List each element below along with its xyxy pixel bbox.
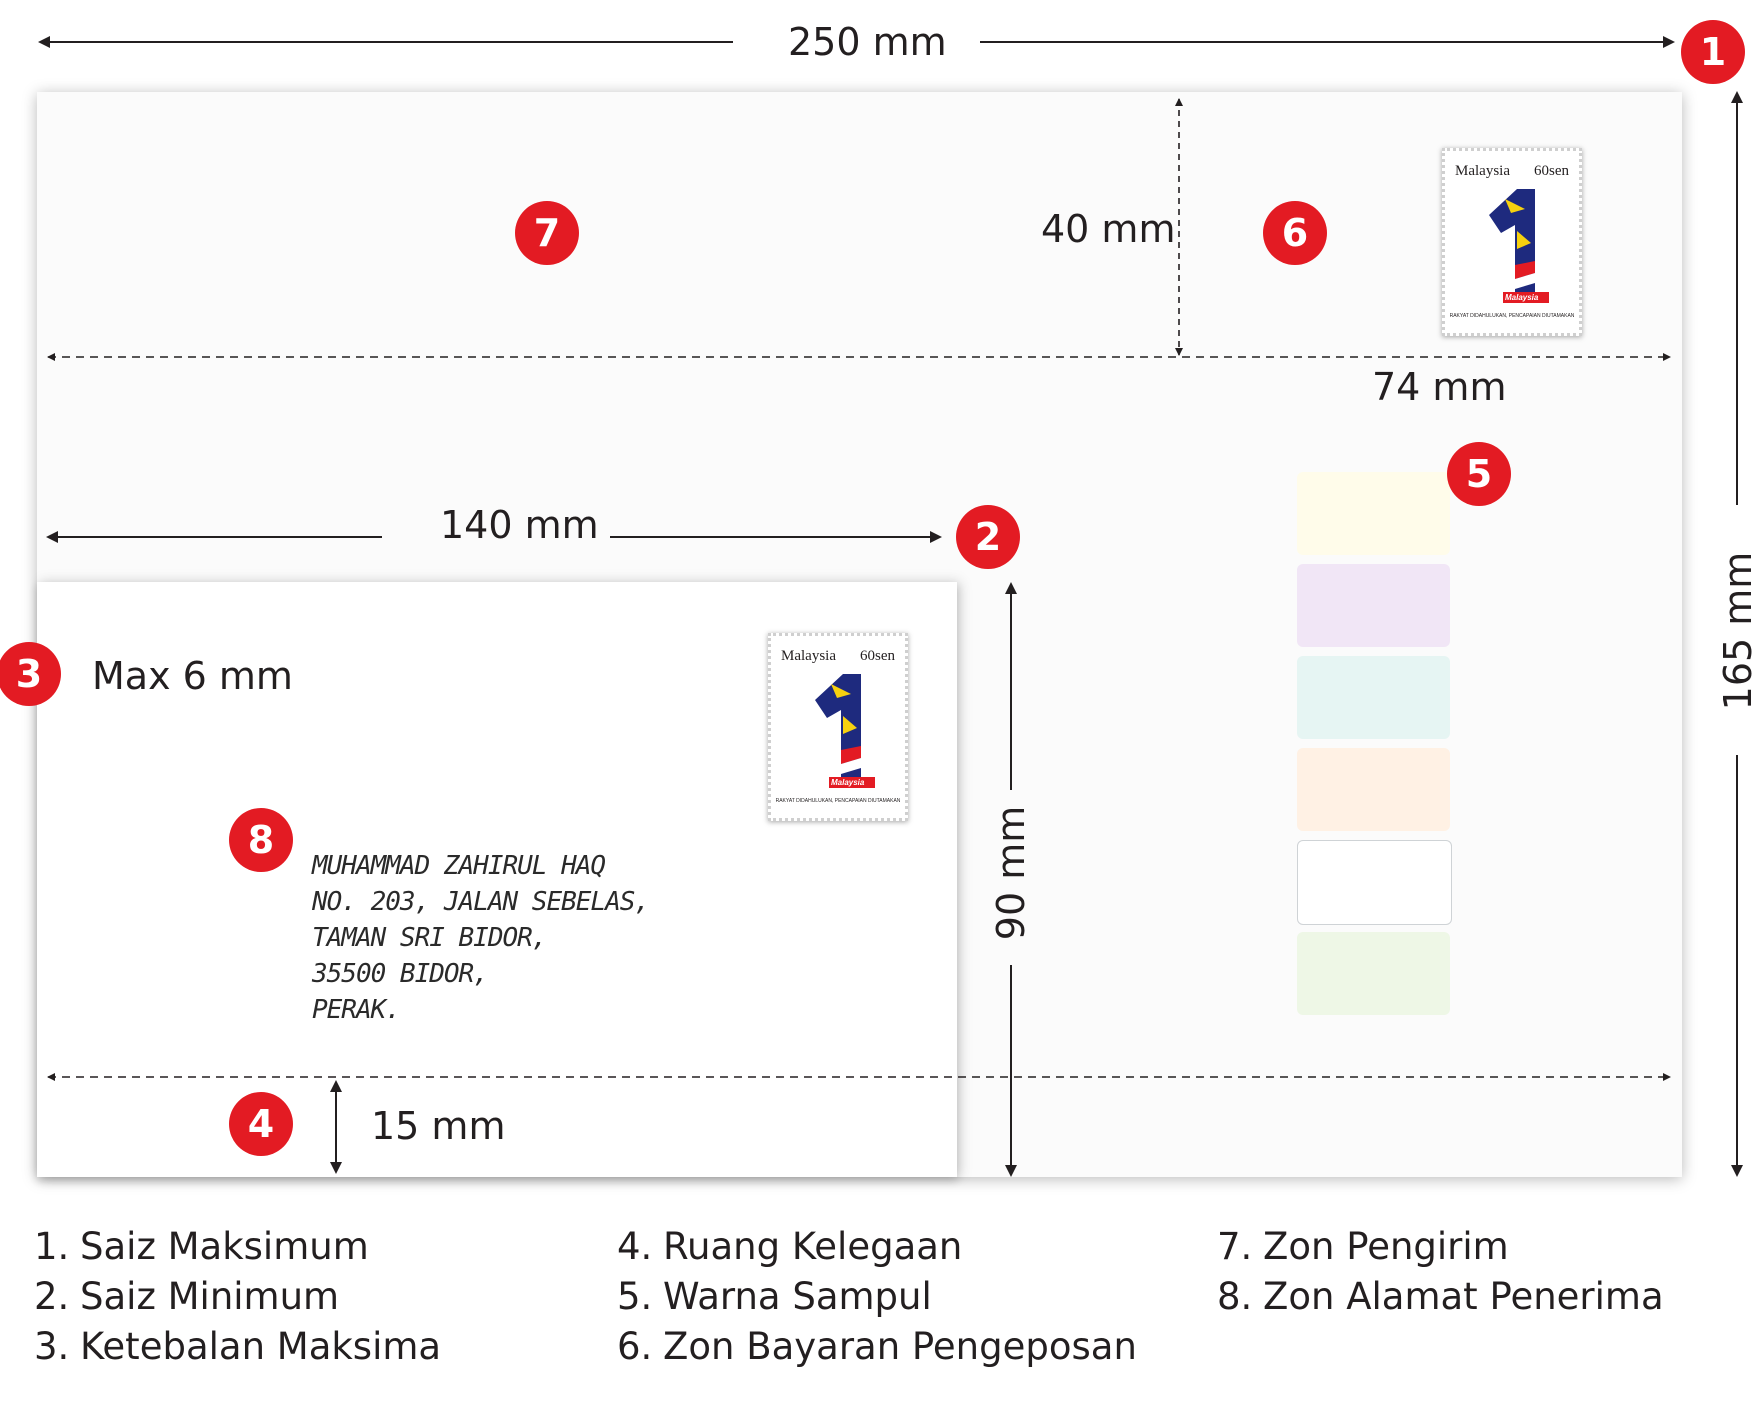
marker-2: 2 <box>956 505 1020 569</box>
stamp-country: Malaysia <box>781 648 836 664</box>
legend-item: 1.Saiz Maksimum <box>34 1225 369 1268</box>
legend-item: 2.Saiz Minimum <box>34 1275 340 1318</box>
envelope-color-swatch <box>1297 564 1450 647</box>
marker-5: 5 <box>1447 442 1511 506</box>
envelope-color-swatch <box>1297 472 1450 555</box>
envelope-color-swatch <box>1297 656 1450 739</box>
legend-column-1: 1.Saiz Maksimum 2.Saiz Minimum 3.Ketebal… <box>34 1222 441 1372</box>
stamp-emblem-text: Malaysia <box>831 778 865 787</box>
postage-zone-width-label: 74 mm <box>1372 365 1507 409</box>
max-height-label: 165 mm <box>1716 551 1760 711</box>
marker-7: 7 <box>515 201 579 265</box>
envelope-color-swatch <box>1297 840 1452 925</box>
address-line: TAMAN SRI BIDOR, <box>312 923 547 953</box>
legend-item: 8.Zon Alamat Penerima <box>1217 1275 1664 1318</box>
min-width-label: 140 mm <box>440 503 599 547</box>
stamp-value: 60sen <box>860 648 895 664</box>
legend-item: 3.Ketebalan Maksima <box>34 1325 442 1368</box>
min-height-label: 90 mm <box>989 805 1033 941</box>
envelope-color-swatch <box>1297 932 1450 1015</box>
max-width-label: 250 mm <box>788 20 947 64</box>
clearance-label: 15 mm <box>371 1104 506 1148</box>
envelope-color-swatch <box>1297 748 1450 831</box>
legend-item: 5.Warna Sampul <box>617 1275 932 1318</box>
legend-item: 7.Zon Pengirim <box>1217 1225 1509 1268</box>
stamp-emblem-icon <box>815 674 875 788</box>
address-line: 35500 BIDOR, <box>312 959 489 989</box>
postage-stamp-small-envelope: Malaysia 60sen Malaysia RAKYAT DIDAHULUK… <box>768 633 908 821</box>
stamp-tagline: RAKYAT DIDAHULUKAN, PENCAPAIAN DIUTAMAKA… <box>775 798 901 804</box>
legend-item: 6.Zon Bayaran Pengeposan <box>617 1325 1137 1368</box>
recipient-address: MUHAMMAD ZAHIRUL HAQ NO. 203, JALAN SEBE… <box>312 848 650 1028</box>
stamp-value: 60sen <box>1534 163 1569 179</box>
marker-3: 3 <box>0 642 61 706</box>
legend-column-3: 7.Zon Pengirim 8.Zon Alamat Penerima <box>1217 1222 1664 1322</box>
address-line: NO. 203, JALAN SEBELAS, <box>312 887 650 917</box>
marker-1: 1 <box>1681 20 1745 84</box>
sender-zone-height-label: 40 mm <box>1041 207 1176 251</box>
address-line: MUHAMMAD ZAHIRUL HAQ <box>312 851 606 881</box>
marker-4: 4 <box>229 1092 293 1156</box>
legend-item: 4.Ruang Kelegaan <box>617 1225 963 1268</box>
stamp-emblem-icon <box>1489 189 1549 303</box>
address-line: PERAK. <box>312 995 401 1025</box>
stamp-country: Malaysia <box>1455 163 1510 179</box>
marker-8: 8 <box>229 808 293 872</box>
legend-column-2: 4.Ruang Kelegaan 5.Warna Sampul 6.Zon Ba… <box>617 1222 1137 1372</box>
stamp-emblem-text: Malaysia <box>1505 293 1539 302</box>
stamp-tagline: RAKYAT DIDAHULUKAN, PENCAPAIAN DIUTAMAKA… <box>1449 313 1575 319</box>
marker-6: 6 <box>1263 201 1327 265</box>
postage-stamp-large-envelope: Malaysia 60sen Malaysia RAKYAT DIDAHULUK… <box>1442 148 1582 336</box>
max-thickness-label: Max 6 mm <box>92 654 293 698</box>
